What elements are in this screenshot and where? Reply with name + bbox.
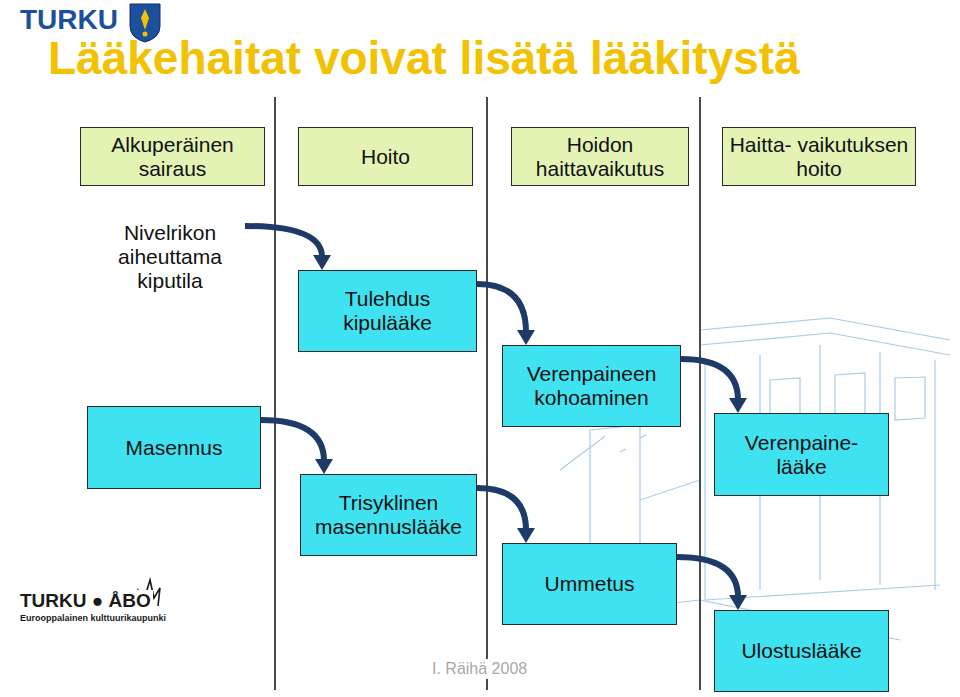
node-text: Ulostuslääke bbox=[741, 639, 861, 663]
node-text: Hoidon haittavaikutus bbox=[515, 133, 685, 181]
logo-subtitle: Eurooppalainen kulttuurikaupunki bbox=[18, 613, 168, 624]
side-effect-box: Ummetus bbox=[502, 543, 677, 625]
condition-box: Masennus bbox=[87, 406, 261, 489]
node-text: Masennus bbox=[126, 436, 223, 460]
slide-title: Lääkehaitat voivat lisätä lääkitystä bbox=[48, 32, 800, 84]
node-text: Hoito bbox=[361, 145, 410, 169]
logo-text: TURKU bbox=[18, 4, 120, 36]
node-text: Verenpaineen kohoaminen bbox=[506, 362, 677, 410]
arrow-head bbox=[729, 595, 747, 610]
arrow-head bbox=[313, 255, 331, 270]
side-effect-box: Verenpaineen kohoaminen bbox=[502, 345, 681, 427]
node-text: Ummetus bbox=[545, 572, 635, 596]
author-note: I. Räihä 2008 bbox=[430, 659, 529, 679]
curved-arrow bbox=[477, 488, 526, 530]
curved-arrow bbox=[677, 557, 738, 597]
arrow-head bbox=[729, 398, 747, 413]
node-text: Haitta- vaikutuksen hoito bbox=[726, 133, 912, 181]
column-header: Hoito bbox=[298, 127, 473, 186]
arrow-head bbox=[315, 459, 333, 474]
condition-text: Nivelrikon aiheuttama kiputila bbox=[95, 212, 245, 302]
curved-arrow bbox=[681, 359, 738, 400]
column-divider bbox=[275, 97, 700, 690]
curved-arrow bbox=[261, 420, 324, 461]
node-text: Trisyklinen masennuslääke bbox=[304, 491, 473, 539]
curved-arrow bbox=[477, 284, 526, 332]
column-header: Hoidon haittavaikutus bbox=[511, 127, 689, 186]
logo-text: TURKU ● ÅBO bbox=[18, 590, 153, 612]
treatment-box: Tulehdus kipulääke bbox=[298, 270, 477, 352]
arrow-head bbox=[517, 528, 535, 543]
treatment-box: Ulostuslääke bbox=[714, 610, 889, 692]
arrow-head bbox=[517, 330, 535, 345]
column-header: Haitta- vaikutuksen hoito bbox=[722, 127, 916, 186]
node-text: Alkuperäinen sairaus bbox=[84, 133, 261, 181]
node-text: Nivelrikon aiheuttama kiputila bbox=[103, 221, 238, 293]
treatment-box: Verenpaine- lääke bbox=[714, 413, 889, 496]
column-header: Alkuperäinen sairaus bbox=[80, 127, 265, 186]
node-text: Verenpaine- lääke bbox=[737, 431, 867, 479]
curved-arrow bbox=[245, 226, 322, 257]
node-text: Tulehdus kipulääke bbox=[302, 287, 473, 335]
treatment-box: Trisyklinen masennuslääke bbox=[300, 474, 477, 556]
